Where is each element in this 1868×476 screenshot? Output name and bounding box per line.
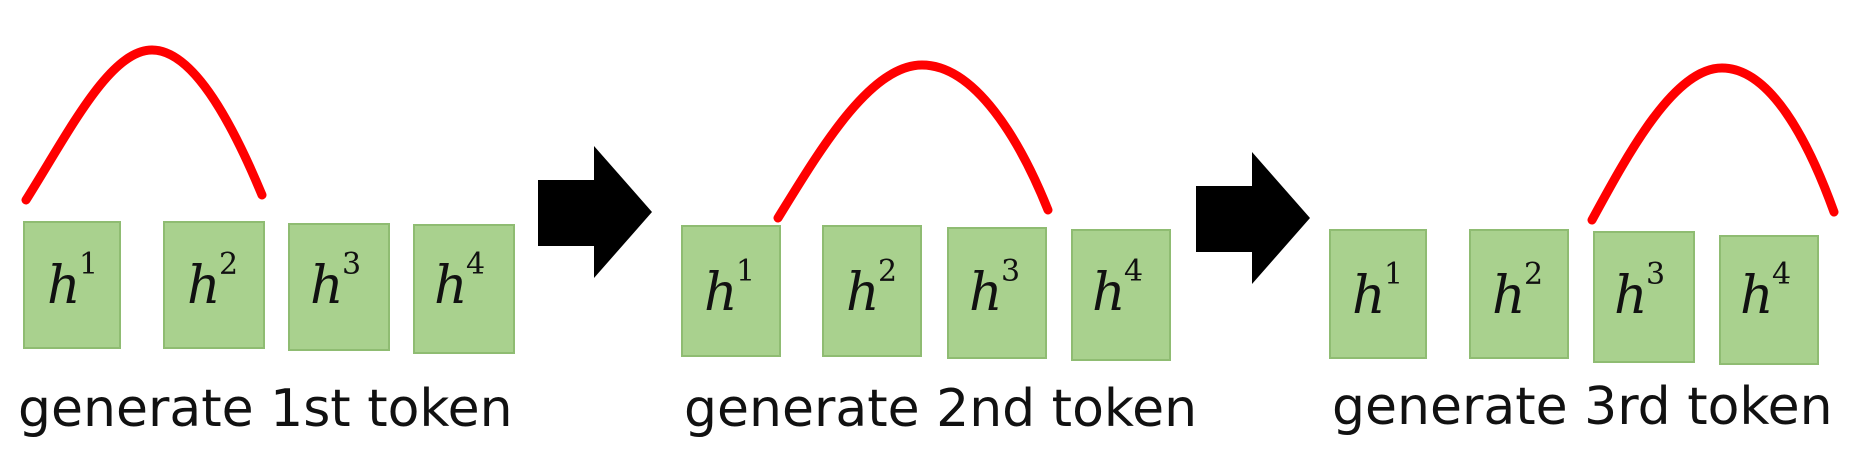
token-superscript: 1 (736, 254, 755, 289)
right-arrow-icon (1196, 152, 1310, 284)
token-base: h (704, 263, 738, 323)
token-base: h (1092, 263, 1126, 323)
token-base: h (47, 256, 81, 316)
step-1-caption: generate 1st token (18, 379, 513, 439)
token-superscript: 4 (1772, 257, 1791, 292)
step-2-token-h4: h 4 (1071, 229, 1171, 361)
token-base: h (1492, 266, 1526, 326)
step-2-token-h3: h 3 (947, 227, 1047, 359)
token-base: h (1352, 266, 1386, 326)
step-2-attention-arc (773, 60, 1053, 223)
step-2-caption: generate 2nd token (684, 379, 1197, 439)
token-superscript: 4 (466, 247, 485, 282)
token-superscript: 4 (1124, 254, 1143, 289)
token-superscript: 2 (219, 247, 238, 282)
token-base: h (846, 263, 880, 323)
step-1-group: h 1 h 2 h 3 h 4 generate 1st token (18, 45, 515, 439)
token-superscript: 1 (1384, 257, 1403, 292)
token-superscript: 3 (1001, 254, 1020, 289)
step-1-token-h1: h 1 (23, 221, 121, 349)
token-superscript: 2 (878, 254, 897, 289)
token-superscript: 3 (1646, 257, 1665, 292)
step-1-attention-arc (21, 45, 267, 205)
step-3-token-h2: h 2 (1469, 229, 1569, 359)
step-3-token-h4: h 4 (1719, 235, 1819, 365)
step-3-caption: generate 3rd token (1332, 377, 1833, 437)
step-1-token-h4: h 4 (413, 224, 515, 354)
step-3-token-h3: h 3 (1593, 231, 1695, 363)
token-base: h (1614, 266, 1648, 326)
token-base: h (434, 256, 468, 316)
step-3-group: h 1 h 2 h 3 h 4 generate 3rd token (1329, 63, 1839, 437)
right-arrow-icon (538, 146, 652, 278)
step-1-token-h3: h 3 (288, 223, 390, 351)
step-2-group: h 1 h 2 h 3 h 4 generate 2nd token (681, 60, 1197, 439)
step-1-token-h2: h 2 (163, 221, 265, 349)
token-base: h (969, 263, 1003, 323)
token-superscript: 3 (342, 247, 361, 282)
step-3-token-h1: h 1 (1329, 229, 1427, 359)
step-3-attention-arc (1587, 63, 1839, 225)
step-2-token-h1: h 1 (681, 225, 781, 357)
token-base: h (187, 256, 221, 316)
step-2-token-h2: h 2 (822, 225, 922, 357)
token-base: h (1740, 266, 1774, 326)
token-superscript: 2 (1524, 257, 1543, 292)
token-superscript: 1 (79, 247, 98, 282)
token-base: h (310, 256, 344, 316)
